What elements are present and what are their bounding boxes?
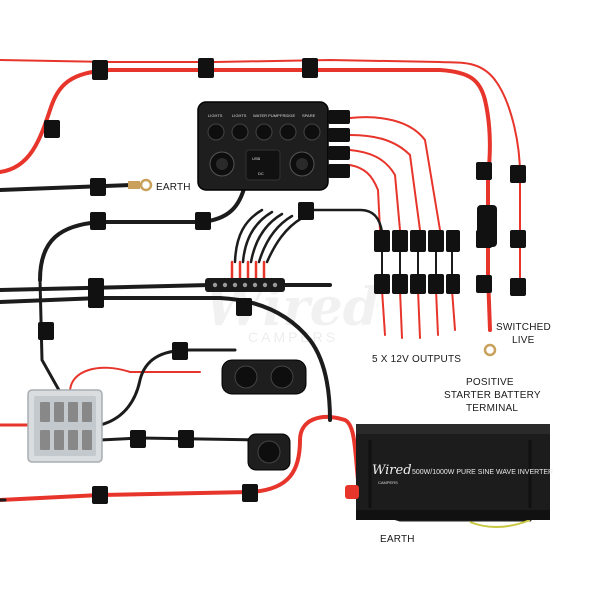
red-wires — [0, 58, 521, 502]
switch-label-1: LIGHTS — [208, 113, 223, 118]
label-live: LIVE — [512, 335, 535, 346]
red-out-4 — [349, 164, 381, 231]
red-out-1 — [349, 116, 441, 231]
inverter: Wired CAMPERS 500W/1000W PURE SINE WAVE … — [345, 424, 553, 520]
labels: EARTH SWITCHED LIVE 5 X 12V OUTPUTS POSI… — [156, 182, 551, 545]
inverter-model: 500W/1000W PURE SINE WAVE INVERTER — [412, 469, 553, 476]
clip — [236, 298, 252, 316]
clip — [195, 212, 211, 230]
earth-ring-terminal — [128, 178, 153, 192]
output-connectors — [374, 230, 460, 294]
red-thin-right — [494, 79, 521, 291]
red-thin-top — [0, 58, 496, 81]
red-out-2 — [349, 134, 421, 231]
clip — [38, 322, 54, 340]
switch-label-3: WATER PUMP — [253, 113, 280, 118]
clip — [302, 58, 318, 78]
label-earth-bottom: EARTH — [380, 534, 415, 545]
clip — [298, 202, 314, 220]
cable-clips — [38, 58, 526, 504]
clip — [476, 162, 492, 180]
rocker-switch-icon — [255, 123, 273, 141]
clip — [510, 165, 526, 183]
clip — [172, 342, 188, 360]
inverter-brand: Wired — [372, 463, 412, 478]
rocker-switch-icon — [207, 123, 225, 141]
socket-icon — [257, 440, 281, 464]
socket-icon — [234, 365, 258, 389]
clip — [88, 278, 104, 308]
switch-label-2: LIGHTS — [232, 113, 247, 118]
switch-panel: LIGHTS LIGHTS WATER PUMP FRIDGE SPARE US… — [197, 101, 329, 191]
switched-live-ring — [483, 343, 497, 357]
rocker-switch-icon — [231, 123, 249, 141]
inverter-brand-sub: CAMPERS — [378, 480, 398, 485]
red-wire-bottom — [0, 414, 360, 502]
label-outputs: 5 X 12V OUTPUTS — [372, 354, 461, 365]
busbar — [205, 278, 285, 292]
black-to-fusebox — [38, 278, 62, 394]
black-loom-upper — [38, 183, 247, 282]
clip — [510, 278, 526, 296]
red-fuse-out — [69, 366, 201, 393]
clip — [178, 430, 194, 448]
label-positive: POSITIVE — [466, 377, 514, 388]
rocker-switch-icon — [303, 123, 321, 141]
label-switched: SWITCHED — [496, 322, 551, 333]
black-fanout — [233, 208, 304, 264]
clip — [130, 430, 146, 448]
clip — [90, 212, 106, 230]
usb-voltmeter — [245, 149, 281, 181]
clip — [90, 178, 106, 196]
clip — [242, 484, 258, 502]
red-out-3 — [349, 149, 401, 231]
label-earth-top: EARTH — [156, 182, 191, 193]
label-terminal: TERMINAL — [466, 403, 518, 414]
black-to-socket-1 — [98, 348, 237, 427]
switch-label-4: FRIDGE — [280, 113, 295, 118]
clip — [476, 275, 492, 293]
red-wire-top — [0, 68, 487, 174]
clip — [92, 486, 108, 504]
black-loom-to-inverter — [0, 296, 332, 422]
switch-terminals — [328, 110, 350, 178]
red-output-tails — [381, 289, 456, 339]
single-socket — [247, 433, 291, 471]
yellow-earth-wire — [469, 519, 531, 528]
black-earth-top — [0, 183, 132, 192]
switch-label-5: SPARE — [302, 113, 316, 118]
clip — [198, 58, 214, 78]
red-busbar-taps — [230, 260, 266, 282]
usb-label: USB — [252, 156, 261, 161]
dc-label: DC — [258, 171, 264, 176]
socket-icon — [270, 365, 294, 389]
clip — [44, 120, 60, 138]
inverter-positive-terminal — [345, 485, 359, 499]
rocker-switch-icon — [279, 123, 297, 141]
dual-socket — [221, 359, 307, 395]
fuse-box — [27, 389, 103, 463]
clip — [510, 230, 526, 248]
watermark-sub: CAMPERS — [248, 329, 338, 345]
clip — [92, 60, 108, 80]
inline-fuse-holder — [477, 205, 497, 357]
label-starter-battery: STARTER BATTERY — [444, 390, 541, 401]
